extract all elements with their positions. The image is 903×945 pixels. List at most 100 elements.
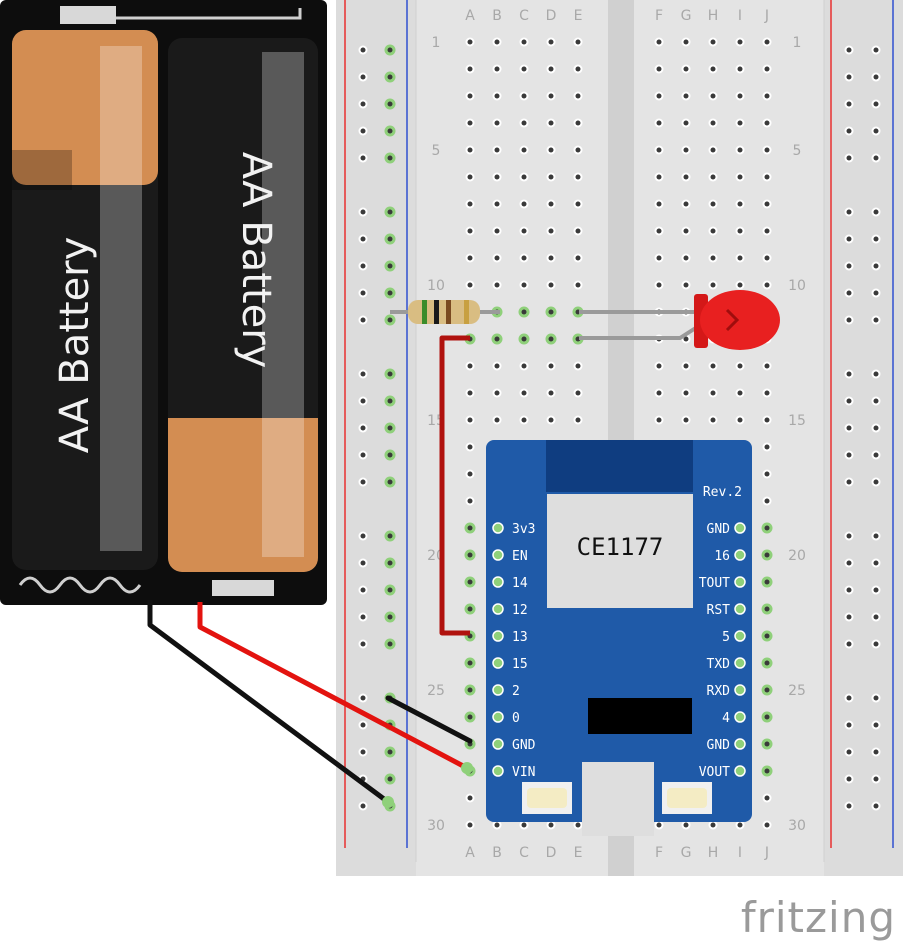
rail-hole-center (873, 398, 879, 404)
hole-A29-center (467, 795, 473, 801)
hole-H15-center (710, 417, 716, 423)
module-left-pin-label: 14 (512, 576, 528, 591)
row-label-left-1: 1 (432, 35, 441, 51)
module-left-pin-VIN (492, 765, 504, 777)
module-left-pin-GND (492, 738, 504, 750)
rail-hole-center (387, 209, 393, 215)
row-label-right-30: 30 (788, 818, 806, 834)
rail-hole-center (873, 74, 879, 80)
hole-E8-center (575, 228, 581, 234)
hole-E6-center (575, 174, 581, 180)
hole-H4-center (710, 120, 716, 126)
hole-A8-center (467, 228, 473, 234)
rail-hole-center (387, 452, 393, 458)
hole-D10-center (548, 282, 554, 288)
hole-H10-center (710, 282, 716, 288)
hole-E2-center (575, 66, 581, 72)
rail-hole-center (873, 533, 879, 539)
rail-hole-center (846, 479, 852, 485)
hole-B5-center (494, 147, 500, 153)
hole-J18-center (764, 498, 770, 504)
hole-E3-center (575, 93, 581, 99)
rail-hole-center (387, 155, 393, 161)
hole-J7-center (764, 201, 770, 207)
module-right-pin-label: TOUT (699, 576, 730, 591)
hole-H3-center (710, 93, 716, 99)
rail-hole-center (846, 560, 852, 566)
rail-hole-center (873, 722, 879, 728)
rail-hole-center (387, 47, 393, 53)
rail-hole-center (387, 560, 393, 566)
red-led (694, 290, 780, 350)
hole-A7-center (467, 201, 473, 207)
row-label-left-30: 30 (427, 818, 445, 834)
hole-I5-center (737, 147, 743, 153)
column-label-H: H (708, 845, 719, 861)
row-label-right-15: 15 (788, 413, 806, 429)
module-left-pin-13 (492, 630, 504, 642)
battery-spring-top (60, 8, 302, 20)
rail-hole-center (387, 128, 393, 134)
rail-hole-center (387, 749, 393, 755)
rail-hole-center (360, 371, 366, 377)
rail-hole-center (873, 263, 879, 269)
rail-hole-center (873, 290, 879, 296)
rail-hole-center (360, 479, 366, 485)
hole-D11-center (548, 309, 554, 315)
rail-hole-center (387, 641, 393, 647)
hole-G7-center (683, 201, 689, 207)
hole-I2-center (737, 66, 743, 72)
hole-C9-center (521, 255, 527, 261)
module-right-pin-label: VOUT (699, 765, 730, 780)
hole-J25-center (764, 687, 770, 693)
module-left-pin-label: 12 (512, 603, 528, 618)
rail-hole-center (873, 587, 879, 593)
row-label-left-5: 5 (432, 143, 441, 159)
hole-A25-center (467, 687, 473, 693)
module-right-pin-label: 5 (722, 630, 730, 645)
hole-B6-center (494, 174, 500, 180)
rail-hole-center (846, 533, 852, 539)
hole-J15-center (764, 417, 770, 423)
hole-I7-center (737, 201, 743, 207)
hole-E5-center (575, 147, 581, 153)
rail-hole-center (873, 236, 879, 242)
column-label-A: A (465, 845, 475, 861)
wire-battery-red (197, 602, 469, 771)
rail-hole-center (846, 695, 852, 701)
hole-A17-center (467, 471, 473, 477)
hole-J27-center (764, 741, 770, 747)
hole-I8-center (737, 228, 743, 234)
battery-cell-2-label: AA Battery (233, 152, 279, 369)
hole-G8-center (683, 228, 689, 234)
hole-A5-center (467, 147, 473, 153)
rail-hole-center (846, 803, 852, 809)
hole-J10-center (764, 282, 770, 288)
rail-hole-center (360, 398, 366, 404)
rail-hole-center (360, 47, 366, 53)
hole-A3-center (467, 93, 473, 99)
hole-E4-center (575, 120, 581, 126)
hole-C1-center (521, 39, 527, 45)
hole-C30-center (521, 822, 527, 828)
hole-I13-center (737, 363, 743, 369)
hole-J16-center (764, 444, 770, 450)
module-pins: 3v3EN1412131520GNDVINGND16TOUTRST5TXDRXD… (492, 522, 746, 780)
hole-B13-center (494, 363, 500, 369)
hole-B10-center (494, 282, 500, 288)
rail-hole-center (360, 533, 366, 539)
hole-F8-center (656, 228, 662, 234)
module-right-pin-label: RXD (707, 684, 731, 699)
hole-B4-center (494, 120, 500, 126)
hole-J2-center (764, 66, 770, 72)
module-right-pin-GND (734, 738, 746, 750)
hole-A30-center (467, 822, 473, 828)
hole-A6-center (467, 174, 473, 180)
module-left-pin-label: GND (512, 738, 536, 753)
hole-F3-center (656, 93, 662, 99)
hole-C6-center (521, 174, 527, 180)
hole-G5-center (683, 147, 689, 153)
rail-hole-center (360, 560, 366, 566)
